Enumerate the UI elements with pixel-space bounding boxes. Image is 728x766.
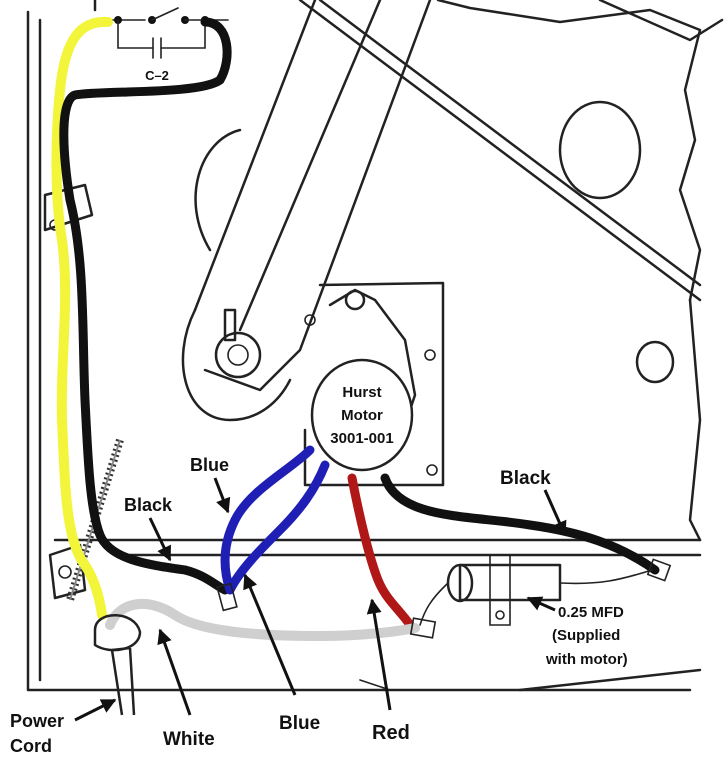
callout-labels: Blue Black Black 0.25 MFD (Supplied with… (10, 455, 628, 756)
motor-label-line3: 3001-001 (330, 430, 393, 447)
capacitor-025mfd (419, 554, 653, 626)
red-wire (347, 473, 415, 630)
label-power-line2: Cord (10, 736, 52, 756)
label-blue-bottom: Blue (279, 713, 320, 734)
label-mfd-line1: 0.25 MFD (558, 604, 624, 621)
motor-mount-plate (303, 281, 445, 487)
connectors (216, 558, 672, 639)
label-white: White (163, 729, 215, 750)
label-blue-top: Blue (190, 455, 229, 475)
label-mfd-line2: (Supplied (552, 627, 620, 644)
motor-label-line2: Motor (341, 407, 383, 424)
wires (51, 16, 660, 641)
white-wire (105, 598, 420, 641)
black-wire-main (59, 17, 232, 595)
yellow-wire (51, 16, 113, 620)
blue-wire (220, 445, 330, 595)
pointer-arrows (74, 477, 567, 722)
label-power-line1: Power (10, 711, 64, 731)
capacitor-c2-label: C–2 (145, 68, 169, 83)
label-black-left: Black (124, 495, 173, 515)
black-wire-right (380, 473, 660, 575)
label-black-right: Black (500, 468, 551, 489)
hurst-motor: Hurst Motor 3001-001 (310, 288, 417, 472)
motor-label-line1: Hurst (342, 384, 381, 401)
background-holes (194, 100, 675, 384)
label-red: Red (372, 722, 410, 744)
label-mfd-line3: with motor) (545, 651, 628, 668)
pivot-arm (181, 0, 702, 422)
power-cord (93, 614, 142, 716)
ground-bracket (48, 543, 87, 600)
housing-outline (26, 0, 724, 692)
